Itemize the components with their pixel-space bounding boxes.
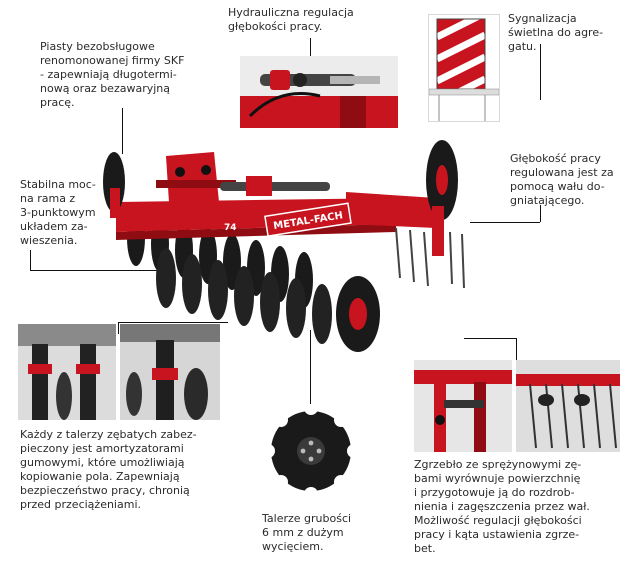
photo-cutaway-disc: [264, 404, 358, 498]
leader-line-frame-h: [30, 270, 160, 271]
photo-harrow-right: [516, 360, 620, 452]
photo-signal-light: [428, 14, 500, 122]
leader-line-signal: [540, 44, 541, 100]
leader-line-plate: [310, 330, 311, 406]
callout-skf-hubs: Piasty bezobsługowe renomonowanej firmy …: [40, 40, 185, 109]
callout-disc-plate: Talerze grubości 6 mm z dużym wycięciem.: [262, 512, 352, 553]
leader-line-hydraulic: [310, 38, 311, 58]
disc-harrow-machine: METAL-FACH 74: [96, 128, 482, 360]
callout-signal-lights: Sygnalizacja świetlna do agre- gatu.: [508, 12, 604, 53]
callout-rubber-dampers: Każdy z talerzy zębatych zabez- pieczony…: [20, 428, 197, 511]
photo-harrow-left: [414, 360, 512, 452]
leader-line-dampers-h: [118, 322, 228, 323]
callout-harrow: Zgrzebło ze sprężynowymi zę- bami wyrówn…: [414, 458, 590, 555]
leader-line-dampers-v: [118, 322, 119, 334]
leader-line-frame-v: [30, 250, 31, 270]
photo-damper-left: [18, 324, 116, 420]
callout-hydraulic-depth: Hydrauliczna regulacja głębokości pracy.: [228, 6, 354, 33]
leader-line-depth-h: [470, 222, 540, 223]
leader-line-harrow-h: [464, 338, 516, 339]
leader-line-harrow-v: [516, 338, 517, 360]
model-badge-text: 74: [224, 223, 237, 233]
callout-depth-roller: Głębokość pracy regulowana jest za pomoc…: [510, 152, 614, 207]
callout-frame: Stabilna moc- na rama z 3-punktowym ukła…: [20, 178, 96, 247]
photo-damper-right: [120, 324, 220, 420]
leader-line-depth-v: [540, 205, 541, 222]
leader-line-skf: [122, 108, 123, 154]
photo-hydraulic-detail: [240, 56, 398, 128]
